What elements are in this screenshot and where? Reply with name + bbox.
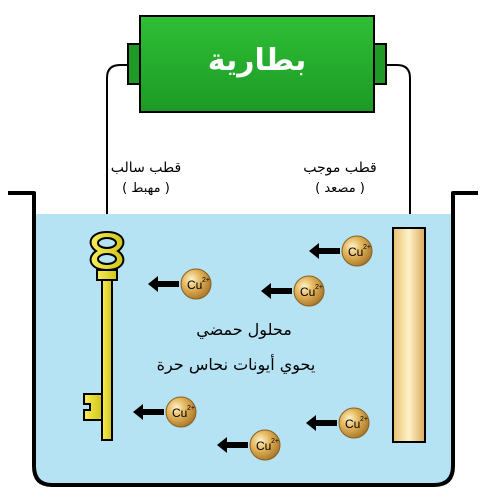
ion-charge: 2+ [202, 277, 210, 284]
key-collar [96, 269, 118, 281]
ion-symbol: Cu [187, 278, 202, 292]
ion-arrow-icon [217, 437, 248, 453]
ion-arrow-icon [306, 415, 337, 431]
ion-symbol: Cu [345, 417, 360, 431]
key-cathode [83, 230, 125, 441]
positive-electrode-subtitle: ( مصعد ) [315, 181, 365, 196]
key-bit [83, 393, 103, 421]
electrode-labels: قطب سالب ( مهبط ) قطب موجب ( مصعد ) [111, 160, 377, 196]
key-bow-hole-top [97, 237, 117, 249]
ion-arrow-icon [133, 404, 164, 420]
battery-label: بطارية [208, 43, 306, 78]
wires [106, 64, 411, 232]
ion-symbol: Cu [172, 406, 187, 420]
solution-line-2: يحوي أيونات نحاس حرة [157, 354, 316, 375]
negative-electrode-title: قطب سالب [111, 160, 181, 176]
wire-positive [385, 64, 411, 228]
battery: بطارية [127, 15, 387, 113]
key-bow-hole-bottom [97, 253, 117, 265]
key-shaft [101, 279, 113, 441]
ion-charge: 2+ [187, 405, 195, 412]
battery-body [139, 15, 375, 113]
ion-sphere [338, 407, 370, 439]
ion-symbol: Cu [348, 245, 363, 259]
positive-electrode-title: قطب موجب [303, 160, 377, 176]
tank-wall [8, 191, 478, 487]
wire-negative [106, 64, 130, 232]
ion-sphere [341, 235, 373, 267]
ion-sphere [249, 429, 281, 461]
anode-bar [392, 227, 426, 443]
ion-sphere [180, 268, 212, 300]
ion-charge: 2+ [360, 416, 368, 423]
ion-arrow-icon [148, 276, 179, 292]
ion-sphere [165, 396, 197, 428]
ion-arrow-icon [261, 283, 292, 299]
ion-symbol: Cu [300, 285, 315, 299]
ion-charge: 2+ [363, 244, 371, 251]
ion-charge: 2+ [271, 438, 279, 445]
ion-symbol: Cu [256, 439, 271, 453]
ion-sphere [293, 275, 325, 307]
solution-label: محلول حمضي يحوي أيونات نحاس حرة [157, 320, 316, 375]
negative-electrode-subtitle: ( مهبط ) [122, 181, 170, 196]
solution-line-1: محلول حمضي [196, 320, 292, 340]
ion-arrow-icon [309, 243, 340, 259]
ion-charge: 2+ [315, 284, 323, 291]
